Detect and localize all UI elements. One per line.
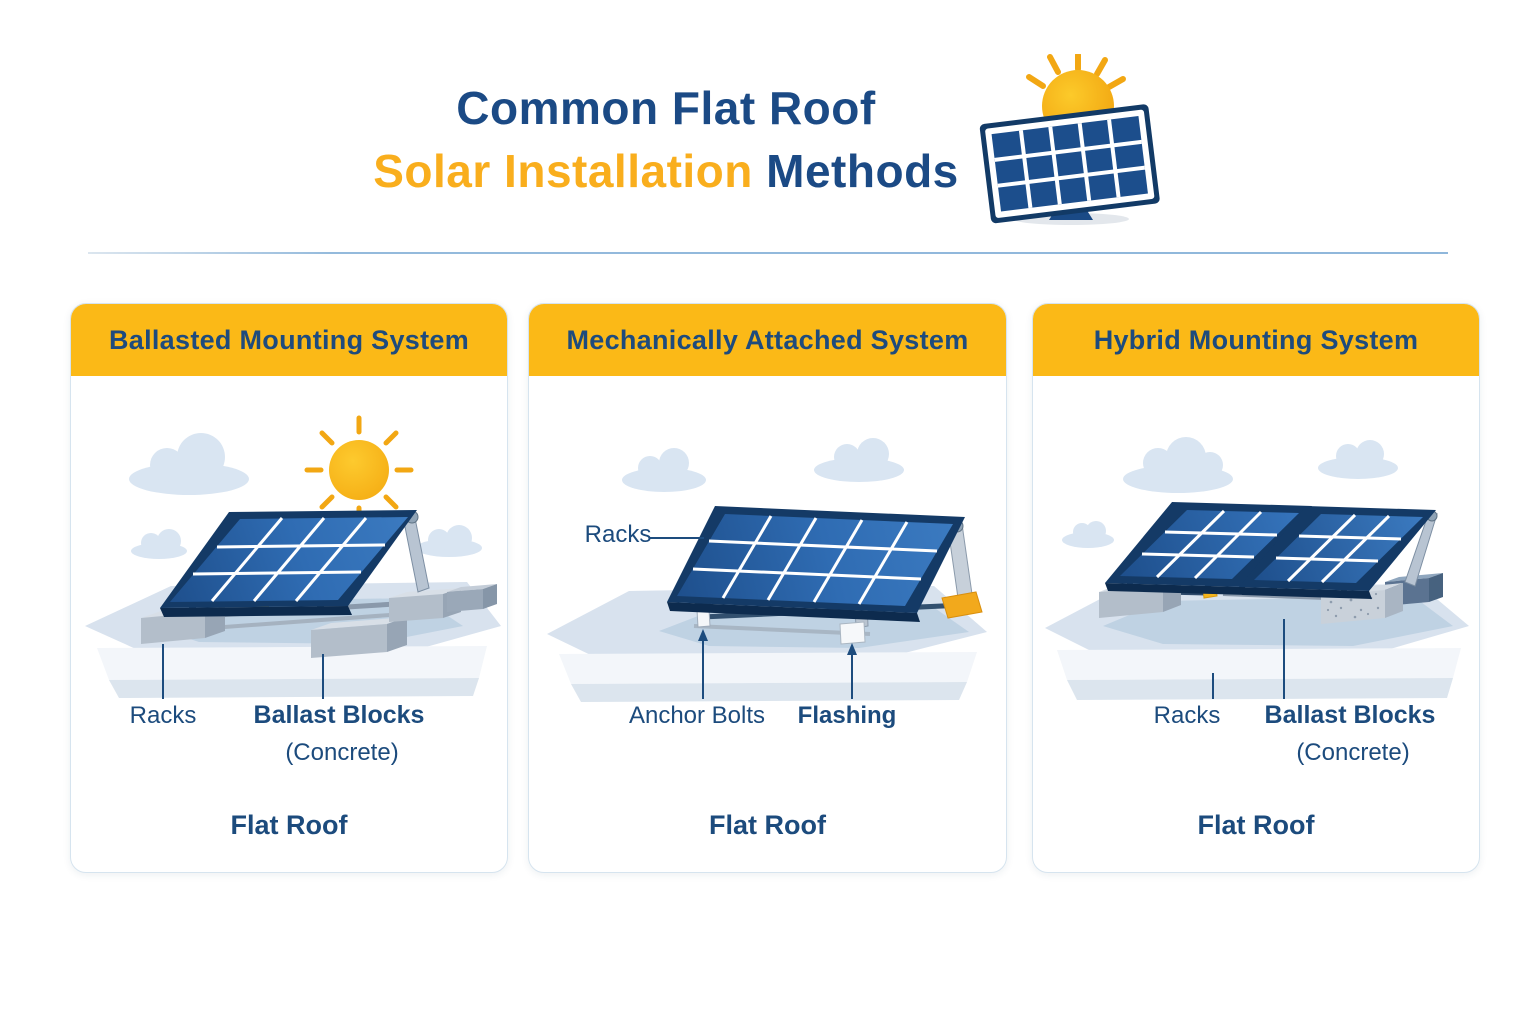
leader-line — [649, 537, 853, 699]
racks-label: Racks — [1153, 702, 1221, 729]
flashing-yellow — [941, 591, 983, 619]
leader-arrow — [698, 629, 857, 655]
flat-roof-label: Flat Roof — [230, 810, 348, 840]
title-highlight: Solar Installation — [373, 145, 753, 197]
cloud — [622, 438, 904, 492]
cloud — [129, 433, 482, 559]
flat-roof-label: Flat Roof — [1197, 810, 1315, 840]
card-header-ballasted: Ballasted Mounting System — [71, 304, 507, 376]
ballasted-illustration — [85, 415, 501, 699]
card-ballasted-mounting: Ballasted Mounting System — [70, 303, 508, 873]
header-divider — [88, 252, 1448, 254]
solar-panel — [1239, 506, 1436, 599]
card-mechanically-attached: Mechanically Attached System — [528, 303, 1007, 873]
concrete-label: (Concrete) — [1296, 739, 1410, 766]
racks-label: Racks — [584, 521, 652, 548]
mechanical-illustration — [547, 438, 987, 702]
ballast-blocks-label: Ballast Blocks — [1264, 701, 1436, 729]
title-rest: Methods — [752, 145, 959, 197]
racks-label: Racks — [129, 702, 197, 729]
ballast-block — [447, 584, 497, 612]
ballast-blocks-label: Ballast Blocks — [253, 701, 425, 729]
flashing-white — [839, 621, 866, 645]
sun-rays-icon — [1025, 54, 1126, 90]
title-line-1: Common Flat Roof — [456, 82, 876, 134]
sun-icon — [304, 415, 414, 525]
page-title: Common Flat Roof Solar Installation Meth… — [373, 77, 959, 203]
card-header-hybrid: Hybrid Mounting System — [1033, 304, 1479, 376]
solar-panel-sun-logo — [979, 54, 1160, 225]
header: Common Flat Roof Solar Installation Meth… — [0, 54, 1536, 226]
ballast-block — [311, 617, 407, 658]
solar-panel — [160, 510, 417, 617]
anchor-bolts-label: Anchor Bolts — [628, 702, 766, 729]
hybrid-illustration — [1045, 437, 1469, 700]
flat-roof-illustration — [547, 586, 987, 702]
card-header-mechanical: Mechanically Attached System — [529, 304, 1006, 376]
solar-panel — [667, 506, 965, 622]
leader-line — [162, 644, 324, 699]
logo-panel — [979, 104, 1160, 224]
concrete-label: (Concrete) — [285, 739, 399, 766]
leader-line — [1212, 619, 1285, 699]
title-line-2: Solar Installation Methods — [373, 140, 959, 203]
card-hybrid-mounting: Hybrid Mounting System — [1032, 303, 1480, 873]
cloud — [1062, 437, 1398, 548]
flat-roof-label: Flat Roof — [709, 810, 826, 840]
flashing-label: Flashing — [797, 702, 897, 729]
